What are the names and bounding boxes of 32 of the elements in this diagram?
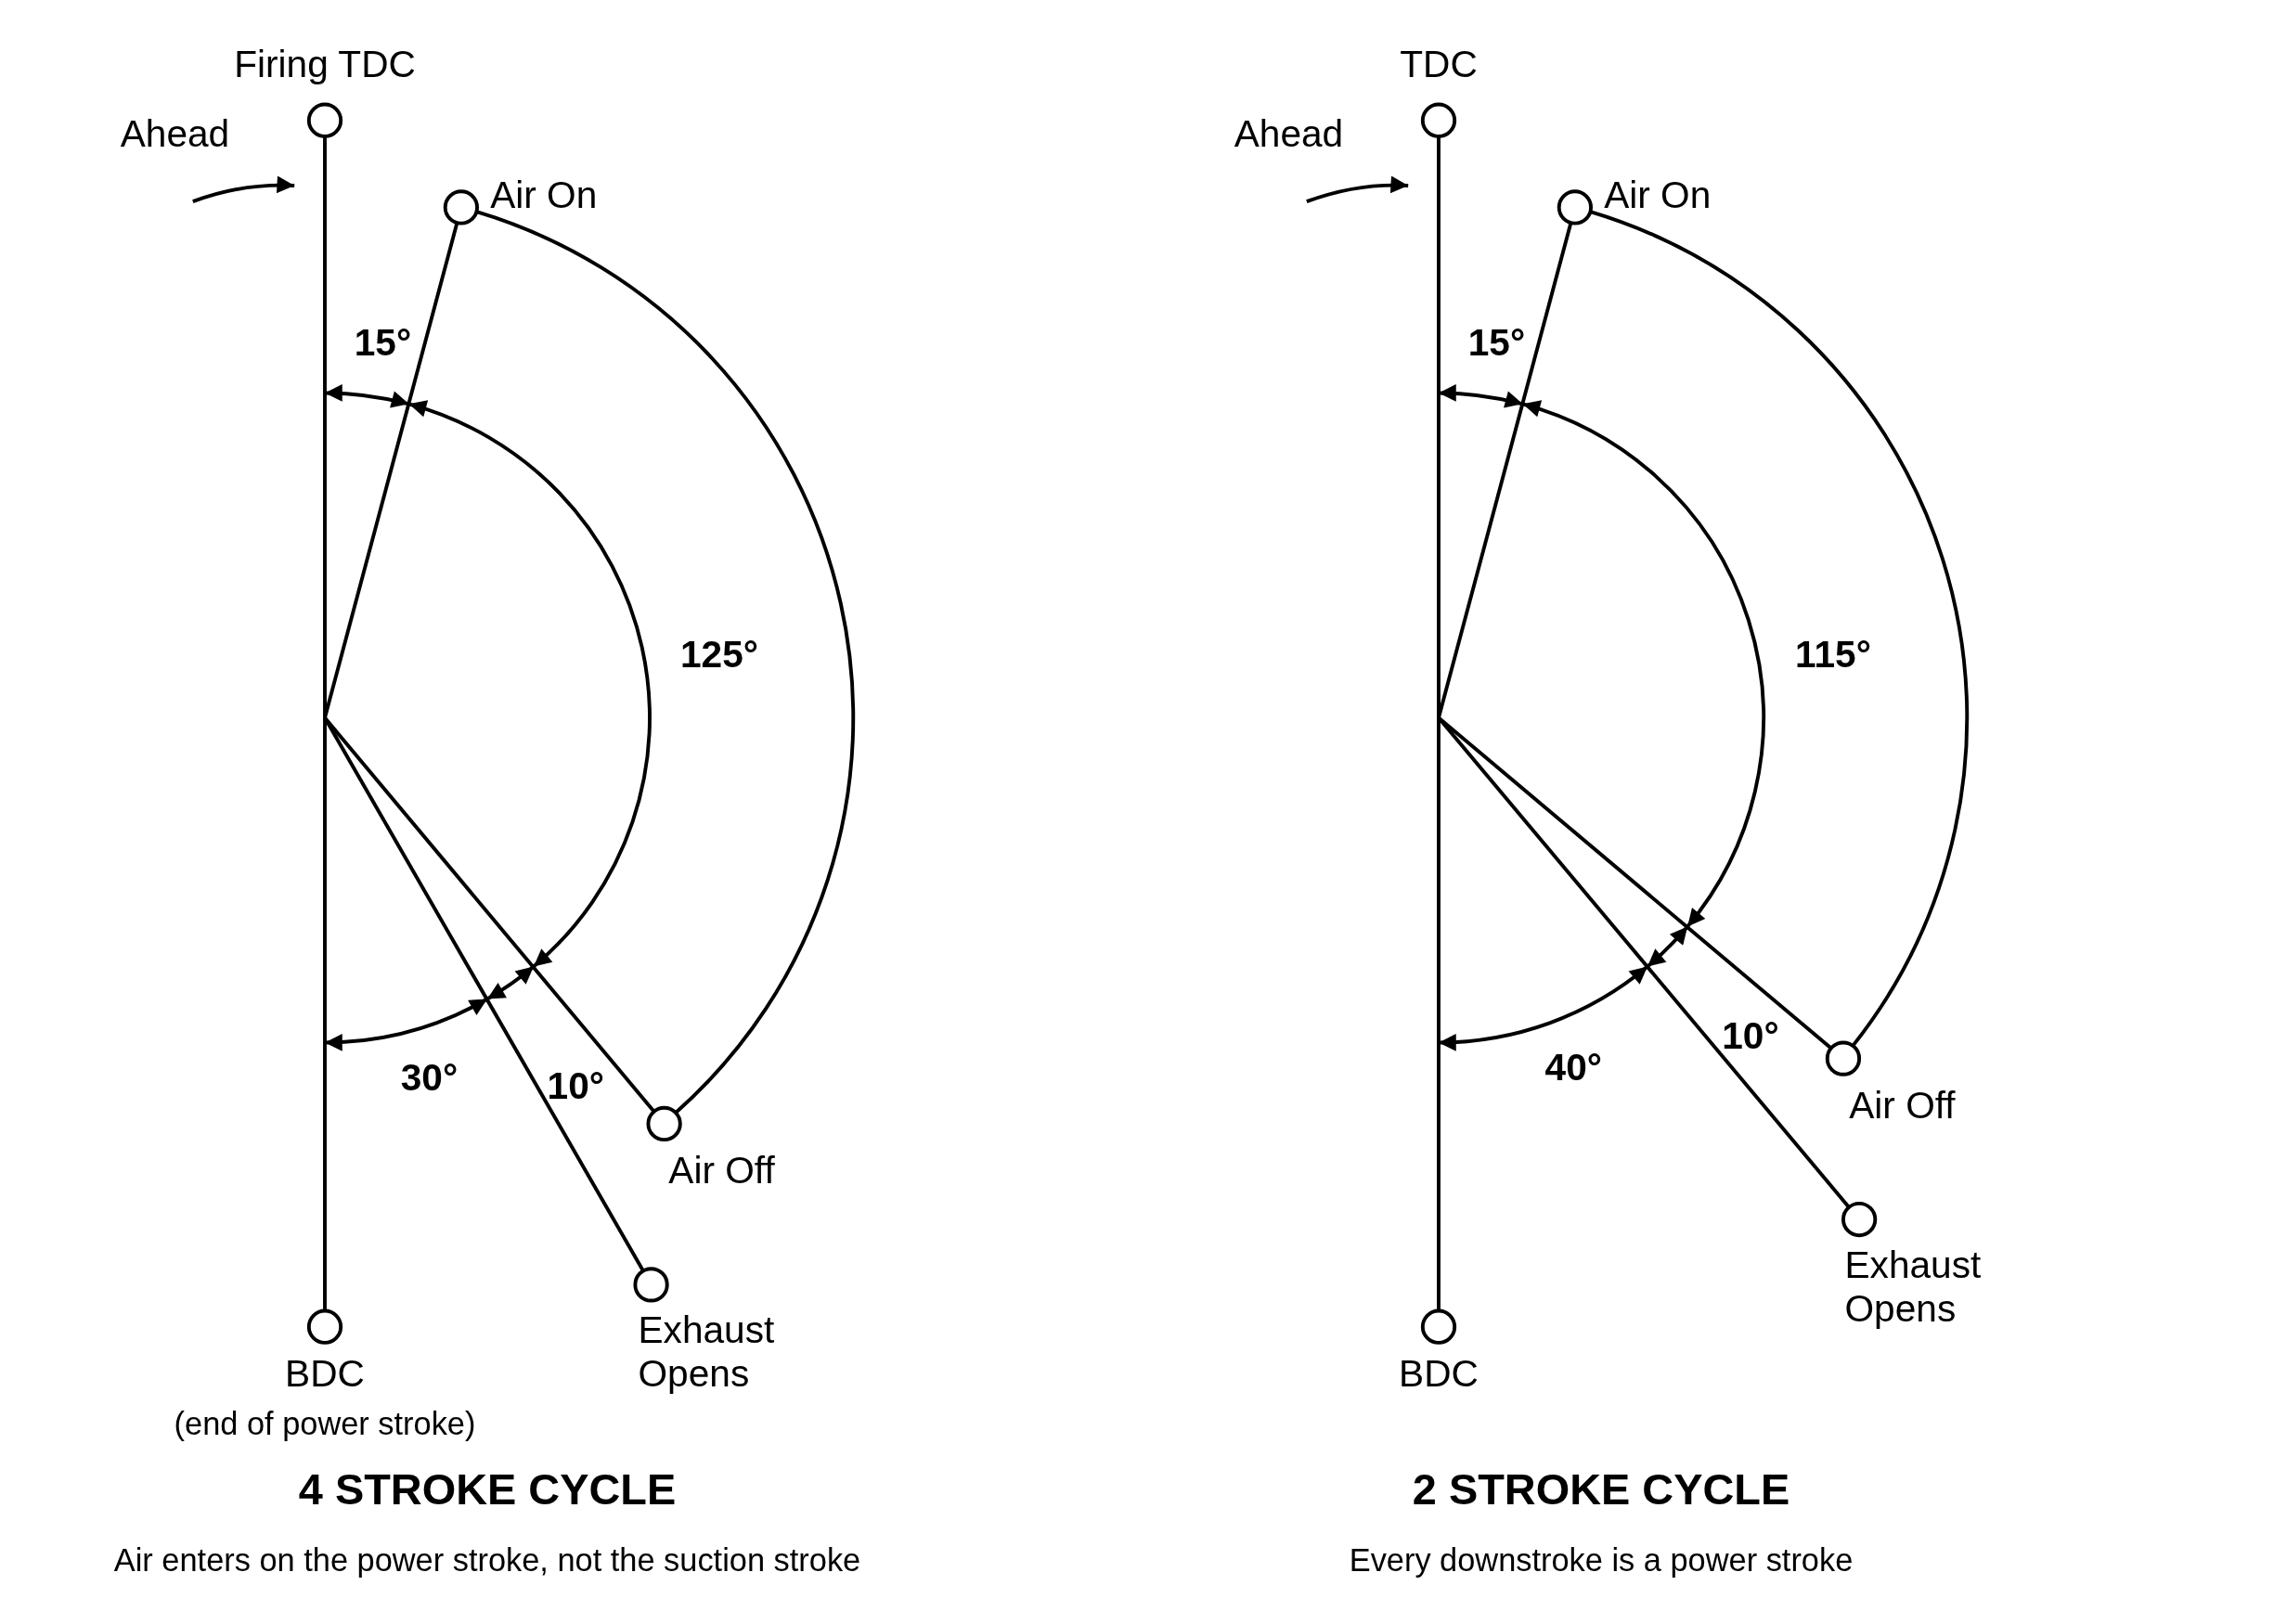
angle-label: 125° [680, 633, 758, 677]
point-label: TDC [1400, 43, 1478, 87]
point-label: Air On [1604, 174, 1712, 218]
point-label: Air On [490, 174, 598, 218]
point-note: (end of power stroke) [174, 1405, 476, 1443]
point-label: Exhaust Opens [1844, 1244, 1983, 1332]
crank-line [323, 222, 459, 718]
crank-line [323, 716, 656, 1113]
angle-label: 15° [1467, 321, 1526, 366]
caption-text: Every downstroke is a power stroke [1349, 1541, 1854, 1579]
angle-label: 15° [354, 321, 412, 366]
angle-label: 115° [1795, 633, 1871, 677]
point-label: Firing TDC [234, 43, 416, 87]
caption-text: Air enters on the power stroke, not the suction stroke [113, 1541, 861, 1579]
point-label: Exhaust Opens [638, 1309, 776, 1397]
angle-label: 30° [400, 1057, 459, 1101]
point-label: Air Off [1849, 1084, 1956, 1128]
point-label: BDC [1399, 1352, 1479, 1397]
panel-heading: 2 STROKE CYCLE [1412, 1465, 1790, 1515]
angle-label: 10° [1722, 1014, 1779, 1059]
crank-line [1437, 135, 1441, 1311]
crank-line [1437, 716, 1851, 1209]
ahead-label: Ahead [1234, 112, 1344, 157]
angle-label: 40° [1544, 1047, 1603, 1090]
point-label: BDC [285, 1352, 365, 1397]
crank-line [323, 716, 645, 1272]
ahead-label: Ahead [120, 112, 230, 157]
point-label: Air Off [668, 1150, 775, 1193]
panel-heading: 4 STROKE CYCLE [298, 1465, 677, 1515]
angle-label: 10° [547, 1065, 605, 1110]
crank-line [1437, 222, 1573, 718]
crank-line [323, 135, 327, 1311]
